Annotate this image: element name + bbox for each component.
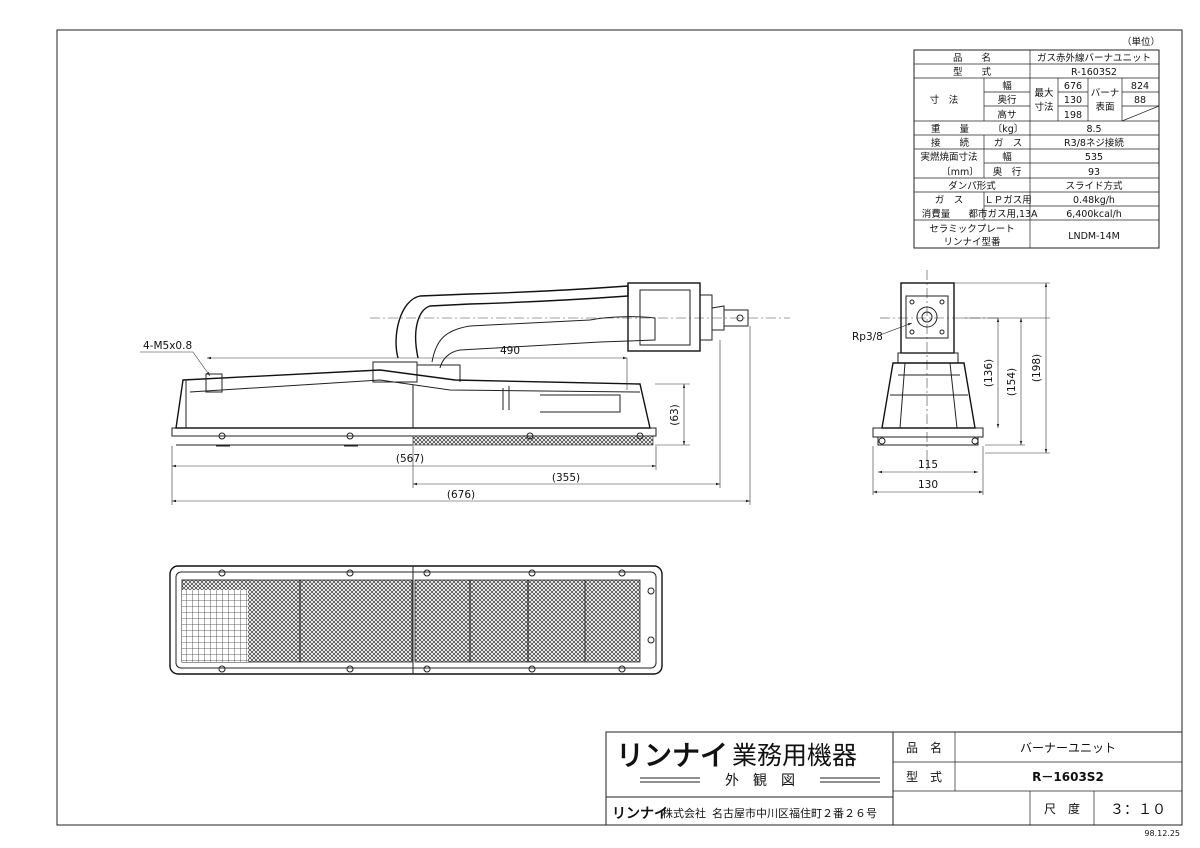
spec-burn-label-1: 実燃焼面寸法 [920,151,977,163]
company-name: 株式会社 [662,806,706,820]
spec-burn-width-label: 幅 [1002,151,1012,163]
dim-115: 115 [918,459,938,471]
front-callout-thread: 4-M5x0.8 [143,340,192,352]
spec-gas-city-value: 6,400kcal/h [1066,209,1122,220]
spec-ceramic-label-1: セラミックプレート [929,224,1015,235]
spec-dim-max-label-1: 最大 [1034,87,1054,99]
spec-gas-label-2: 消費量 [922,208,951,220]
dim-490: 490 [500,345,520,357]
brand-logo: リンナイ [616,739,728,772]
scale-value: ３：１０ [1110,802,1166,818]
spec-value-model: R-1603S2 [1071,67,1117,78]
spec-dim-burner-width: 824 [1131,81,1149,92]
company-brand: リンナイ [612,806,668,822]
spec-dim-height-label: 高サ [997,109,1016,121]
spec-burn-label-2: 〔mm〕 [941,166,979,178]
dim-63: (63) [669,404,681,426]
side-view: Rp3/8 (136) (154) (198) 115 130 [852,270,1050,495]
spec-ceramic-value: LNDM-14M [1068,231,1120,242]
title-block: リンナイ 業務用機器 外 観 図 リンナイ 株式会社 名古屋市中川区福住町２番２… [605,731,1183,838]
spec-damper-value: スライド方式 [1065,180,1123,192]
spec-dim-burner-depth: 88 [1134,95,1146,106]
spec-dim-width: 676 [1064,81,1082,92]
spec-dim-width-label: 幅 [1002,80,1012,92]
spec-gas-city-label: 都市ガス用,13A [968,208,1038,220]
unit-note: （単位） [1122,36,1160,48]
spec-label-damper: ダンパ形式 [948,180,996,192]
spec-gas-label-1: ガ ス [935,195,964,206]
scale-label: 尺 度 [1044,801,1080,816]
spec-label-dimensions: 寸 法 [930,94,959,106]
spec-table: （単位） 品 名 ガス赤外線バーナユニット 型 式 R-1603S2 寸 [913,36,1160,249]
dim-355: (355) [552,472,580,484]
dim-154: (154) [1006,368,1018,396]
model-label: 型 式 [906,770,942,784]
bottom-view [169,565,663,675]
side-port-label: Rp3/8 [852,331,883,343]
model-value: R－1603S2 [1032,770,1104,784]
spec-label-weight: 重 量 [931,123,970,135]
dim-676: (676) [447,489,475,501]
spec-burn-depth-label: 奥 行 [993,166,1022,178]
drawing-date: 98.12.25 [1144,829,1180,838]
spec-label-product: 品 名 [953,52,991,64]
spec-dim-burner-label-2: 表面 [1095,101,1114,113]
spec-label-connection: 接 続 [931,137,970,149]
spec-connection-value: R3/8ネジ接続 [1064,137,1124,149]
company-address: 名古屋市中川区福住町２番２６号 [712,806,877,820]
spec-gas-lp-label: ＬＰガス用 [984,195,1032,206]
dim-198: (198) [1031,354,1043,382]
spec-weight-value: 8.5 [1086,124,1101,135]
spec-burn-width: 535 [1085,152,1103,163]
spec-dim-depth-label: 奥行 [997,94,1017,106]
spec-label-model: 型 式 [953,66,992,78]
spec-ceramic-label-2: リンナイ型番 [943,236,1001,248]
spec-connection-sub: ガ ス [994,138,1023,149]
spec-dim-max-label-2: 寸法 [1034,101,1053,113]
product-value: バーナーユニット [1020,741,1116,755]
spec-dim-height: 198 [1064,110,1082,121]
product-label: 品 名 [906,740,942,755]
spec-dim-depth: 130 [1064,95,1082,106]
dim-567: (567) [396,453,424,465]
dim-130: 130 [918,479,938,491]
spec-weight-unit: 〔kg〕 [993,123,1024,135]
spec-gas-lp-value: 0.48kg/h [1073,195,1115,206]
dim-136: (136) [983,359,995,387]
front-view: 4-M5x0.8 490 (63) (567) (355) (676) [140,282,790,505]
bottom-grid-left-overlay [182,590,248,662]
brand-suffix: 業務用機器 [732,741,857,770]
view-name: 外 観 図 [725,772,795,789]
spec-value-product: ガス赤外線バーナユニット [1037,52,1151,64]
spec-burn-depth: 93 [1088,167,1100,178]
spec-dim-burner-label-1: バーナ [1091,88,1120,99]
